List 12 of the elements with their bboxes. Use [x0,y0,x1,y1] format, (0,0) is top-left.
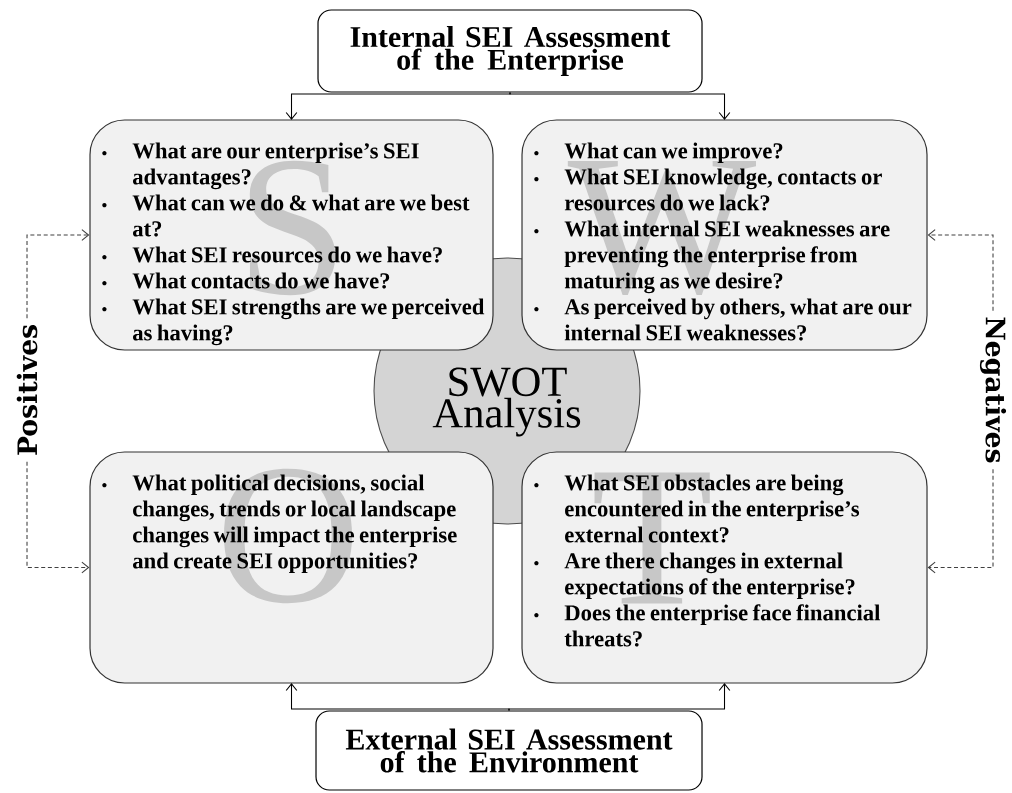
dashed-arrow [927,229,994,312]
arrow [285,92,511,120]
arrow [285,683,510,711]
heading-box: Internal SEI Assessment of the Enterprise [317,9,703,93]
side-label: Negatives [979,317,1007,463]
arrow [509,92,731,120]
side-label: Positives [16,324,38,455]
arrow [508,683,731,711]
heading-box: External SEI Assessment of the Environment [315,710,703,791]
dashed-arrow [26,461,90,574]
dashed-arrow [927,468,994,574]
dashed-arrow [26,229,90,319]
